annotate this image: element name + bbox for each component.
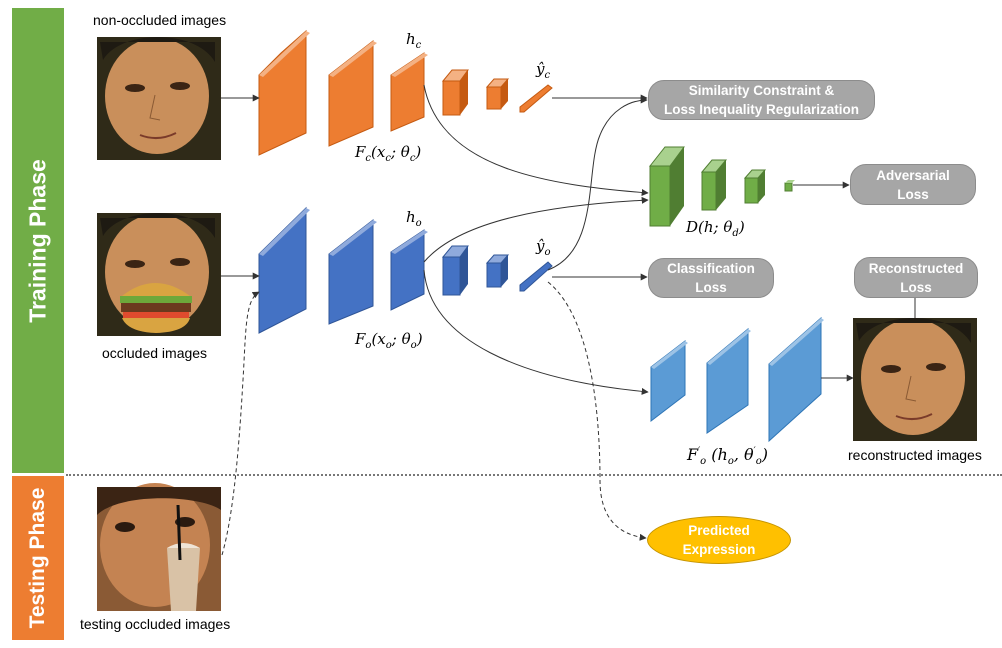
blue-layer-2	[328, 218, 377, 325]
green-layer-4	[784, 180, 795, 192]
green-layer-2	[700, 159, 728, 211]
label-y-c: ŷc	[536, 60, 551, 81]
orange-layer-2	[328, 39, 377, 147]
orange-layer-1	[258, 29, 310, 156]
arrow-yo-prediction	[547, 281, 647, 541]
label-h-c: hc	[406, 30, 422, 51]
decoder-layer-1	[650, 339, 688, 423]
blue-layer-1	[258, 206, 310, 334]
blue-layer-5	[485, 254, 510, 288]
arrow-ho-discriminator	[423, 196, 649, 263]
decoder-layer-3	[768, 316, 824, 443]
reconstructed-loss-box: Reconstructed Loss	[854, 257, 978, 298]
orange-layer-5	[485, 78, 510, 110]
blue-layer-6	[519, 261, 553, 292]
label-F-o: Fo(xo; θo)	[355, 330, 423, 351]
predicted-expression-ellipse: Predicted Expression	[647, 516, 791, 564]
caption-non-occluded: non-occluded images	[93, 12, 227, 28]
green-layer-3	[743, 169, 767, 204]
similarity-loss-box: Similarity Constraint & Loss Inequality …	[648, 80, 875, 120]
arrow-yo-similarity	[547, 96, 648, 271]
face-occluded	[97, 213, 221, 336]
face-non-occluded	[97, 37, 221, 160]
caption-reconstructed: reconstructed images	[848, 447, 982, 463]
blue-encoder	[258, 206, 553, 334]
arrow-hc-discriminator	[423, 84, 649, 196]
label-h-o: ho	[406, 208, 422, 229]
label-F-c: Fc(xc; θc)	[355, 143, 422, 164]
connectors	[221, 84, 916, 556]
classification-loss-box: Classification Loss	[648, 258, 774, 298]
decoder-layer-2	[706, 327, 751, 434]
decoder-layers	[650, 316, 824, 443]
green-discriminator	[648, 146, 795, 227]
caption-occluded: occluded images	[102, 345, 208, 361]
adversarial-loss-box: Adversarial Loss	[850, 164, 976, 205]
orange-layer-4	[441, 69, 469, 116]
blue-layer-3	[390, 229, 428, 311]
arrow-test-input	[221, 291, 260, 556]
label-D: D(h; θd)	[686, 218, 745, 239]
blue-layer-4	[441, 245, 469, 296]
green-layer-1	[648, 146, 685, 227]
phase-divider	[66, 474, 1002, 476]
face-reconstructed	[853, 318, 977, 441]
caption-testing-occluded: testing occluded images	[80, 616, 231, 632]
arrow-ho-decoder	[423, 269, 649, 395]
orange-encoder	[258, 29, 553, 156]
training-phase-bar: Training Phase	[12, 8, 64, 473]
face-testing	[97, 483, 221, 611]
orange-layer-6	[519, 84, 553, 113]
orange-layer-3	[390, 52, 428, 132]
label-F-o-prime: F′o (ho, θ′o)	[687, 445, 768, 468]
testing-phase-bar: Testing Phase	[12, 476, 64, 640]
label-y-o: ŷo	[536, 237, 551, 258]
